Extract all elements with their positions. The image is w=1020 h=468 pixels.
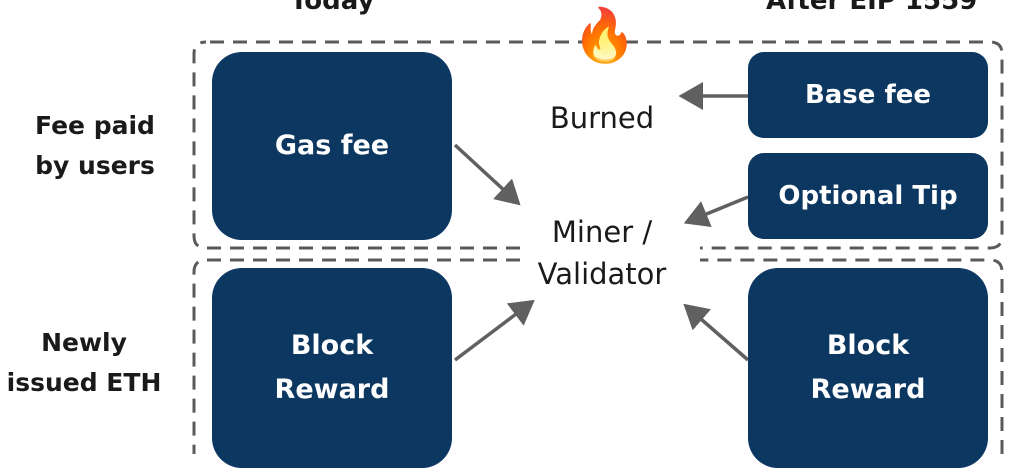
miner-validator-label: Miner / Validator bbox=[520, 211, 684, 295]
row-label-issuance-line2: issued ETH bbox=[6, 368, 162, 397]
arrow-new-reward-to-miner bbox=[683, 303, 750, 362]
gas-fee-label: Gas fee bbox=[274, 130, 390, 161]
today-block-reward-line2: Reward bbox=[274, 374, 390, 405]
today-block-reward-box: Block Reward bbox=[212, 268, 452, 468]
after-block-reward-line2: Reward bbox=[810, 374, 926, 405]
optional-tip-label: Optional Tip bbox=[778, 181, 958, 211]
column-title-after-eip1559: After EIP 1559 bbox=[766, 0, 978, 16]
fire-icon: 🔥 bbox=[572, 6, 637, 66]
arrow-gas-fee-to-miner bbox=[453, 143, 521, 206]
row-label-fees: Fee paid by users bbox=[14, 106, 176, 186]
row-label-fees-line1: Fee paid bbox=[35, 111, 155, 140]
today-block-reward-line1: Block bbox=[290, 330, 374, 361]
after-block-reward-box: Block Reward bbox=[748, 268, 988, 468]
validator-label: Validator bbox=[537, 257, 667, 291]
burned-label: Burned bbox=[549, 101, 655, 135]
arrow-tip-to-miner bbox=[683, 195, 749, 227]
row-label-issuance: Newly issued ETH bbox=[0, 323, 168, 403]
row-label-fees-line2: by users bbox=[35, 151, 155, 180]
row-label-issuance-line1: Newly bbox=[41, 328, 127, 357]
after-block-reward-line1: Block bbox=[826, 330, 910, 361]
issuance-group-border bbox=[192, 258, 1004, 454]
diagram-connectors bbox=[192, 40, 1004, 454]
base-fee-label: Base fee bbox=[804, 80, 932, 110]
fee-group-border bbox=[192, 40, 1004, 250]
base-fee-box: Base fee bbox=[748, 52, 988, 138]
column-title-today: Today bbox=[290, 0, 375, 16]
arrow-block-reward-to-miner bbox=[453, 299, 535, 362]
gas-fee-box: Gas fee bbox=[212, 52, 452, 240]
miner-label: Miner / bbox=[551, 215, 653, 249]
optional-tip-box: Optional Tip bbox=[748, 153, 988, 239]
